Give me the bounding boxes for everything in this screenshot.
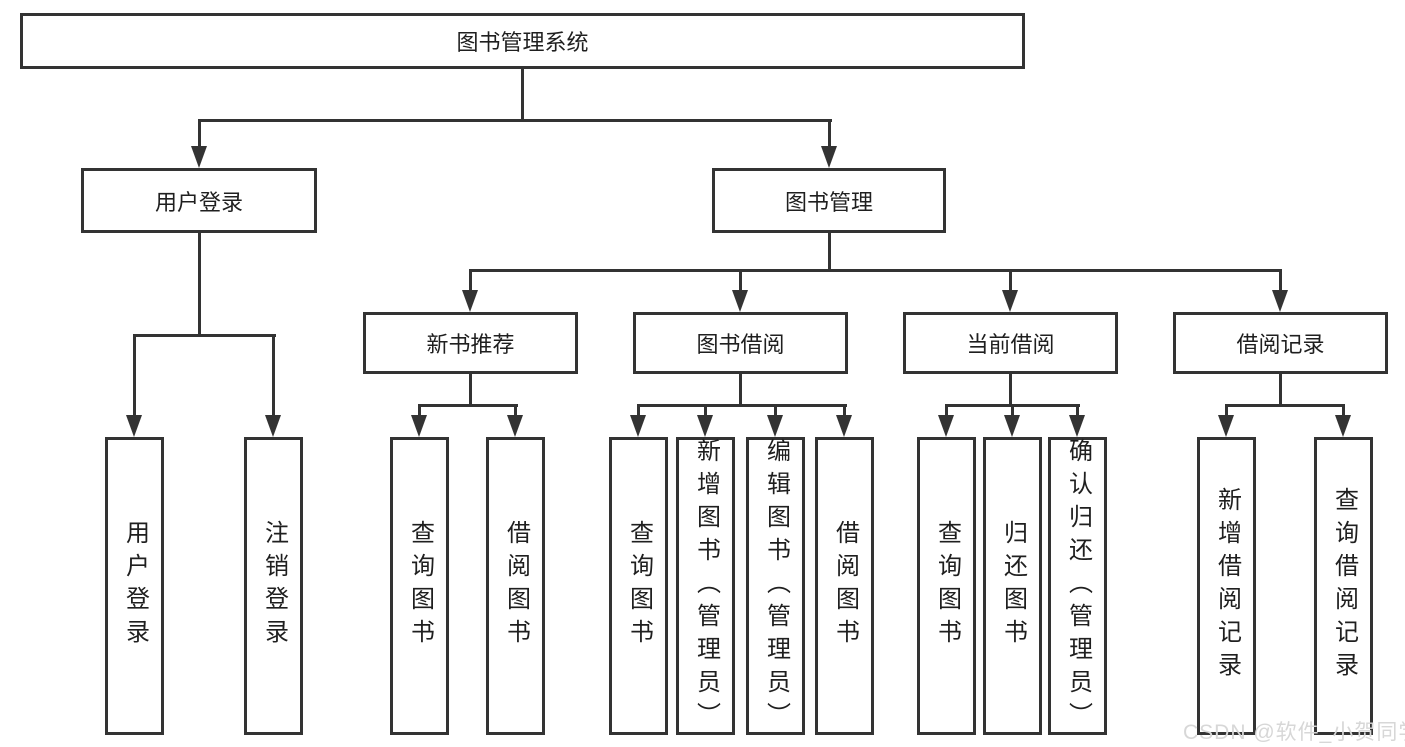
connector-records-vertical xyxy=(1279,374,1282,406)
connector-stub xyxy=(843,404,846,420)
connector-bookmgmt-horizontal xyxy=(469,269,1282,272)
connector-current-vertical xyxy=(1009,374,1012,406)
node-label: 借阅图书 xyxy=(502,520,530,652)
csdn-watermark: CSDN @软件_小贺同学 xyxy=(1183,721,1405,744)
arrowhead-icon xyxy=(1335,415,1351,437)
leaf-user-login: 用户登录 xyxy=(105,437,164,735)
node-label: 编辑图书（管理员） xyxy=(762,437,790,735)
connector-stub xyxy=(1225,404,1228,420)
arrowhead-icon xyxy=(1218,415,1234,437)
arrowhead-icon xyxy=(630,415,646,437)
leaf-search-borrow-record: 查询借阅记录 xyxy=(1314,437,1373,735)
node-user-login: 用户登录 xyxy=(81,168,317,233)
leaf-confirm-return-admin: 确认归还（管理员） xyxy=(1048,437,1107,735)
node-label: 借阅图书 xyxy=(831,520,859,652)
arrowhead-icon xyxy=(126,415,142,437)
connector-stub xyxy=(272,334,275,420)
node-book-borrowing: 图书借阅 xyxy=(633,312,848,374)
arrowhead-icon xyxy=(767,415,783,437)
node-new-book-recommend: 新书推荐 xyxy=(363,312,578,374)
leaf-edit-books-admin: 编辑图书（管理员） xyxy=(746,437,805,735)
arrowhead-icon xyxy=(821,146,837,168)
leaf-search-books-borrowing: 查询图书 xyxy=(609,437,668,735)
connector-stub xyxy=(828,119,831,151)
leaf-borrow-books-recommend: 借阅图书 xyxy=(486,437,545,735)
node-label: 新书推荐 xyxy=(426,332,515,357)
leaf-logout: 注销登录 xyxy=(244,437,303,735)
node-label: 确认归还（管理员） xyxy=(1064,437,1092,735)
connector-root-vertical xyxy=(521,69,524,121)
leaf-borrow-books-borrowing: 借阅图书 xyxy=(815,437,874,735)
connector-stub xyxy=(469,269,472,295)
connector-stub xyxy=(198,119,201,151)
arrowhead-icon xyxy=(507,415,523,437)
arrowhead-icon xyxy=(1069,415,1085,437)
node-borrowing-records: 借阅记录 xyxy=(1173,312,1388,374)
connector-stub xyxy=(1342,404,1345,420)
arrowhead-icon xyxy=(191,146,207,168)
leaf-add-borrow-record: 新增借阅记录 xyxy=(1197,437,1256,735)
connector-userlogin-horizontal xyxy=(133,334,276,337)
arrowhead-icon xyxy=(938,415,954,437)
node-label: 新增借阅记录 xyxy=(1213,487,1241,685)
node-label: 注销登录 xyxy=(260,520,288,652)
node-current-borrowing: 当前借阅 xyxy=(903,312,1118,374)
connector-stub xyxy=(774,404,777,420)
node-label: 借阅记录 xyxy=(1236,332,1325,357)
node-label: 图书管理 xyxy=(784,189,873,215)
connector-stub xyxy=(514,404,517,420)
node-label: 用户登录 xyxy=(154,189,243,215)
node-label: 图书管理系统 xyxy=(456,30,589,55)
node-label: 用户登录 xyxy=(121,520,149,652)
connector-stub xyxy=(739,269,742,295)
node-label: 当前借阅 xyxy=(966,332,1055,357)
arrowhead-icon xyxy=(732,290,748,312)
connector-stub xyxy=(1279,269,1282,295)
node-label: 图书借阅 xyxy=(696,332,785,357)
connector-stub xyxy=(1076,404,1079,420)
node-label: 查询图书 xyxy=(406,520,434,652)
connector-stub xyxy=(945,404,948,420)
arrowhead-icon xyxy=(697,415,713,437)
arrowhead-icon xyxy=(1004,415,1020,437)
connector-bookmgmt-vertical xyxy=(828,233,831,271)
connector-borrowing-vertical xyxy=(739,374,742,406)
connector-root-horizontal xyxy=(198,119,832,122)
connector-newbook-vertical xyxy=(469,374,472,406)
arrowhead-icon xyxy=(411,415,427,437)
node-label: 查询图书 xyxy=(933,520,961,652)
connector-borrowing-horizontal xyxy=(637,404,847,407)
arrowhead-icon xyxy=(1002,290,1018,312)
connector-records-horizontal xyxy=(1225,404,1345,407)
node-system-root: 图书管理系统 xyxy=(20,13,1025,69)
connector-newbook-horizontal xyxy=(418,404,518,407)
connector-stub xyxy=(1009,269,1012,295)
leaf-return-books: 归还图书 xyxy=(983,437,1042,735)
leaf-add-books-admin: 新增图书（管理员） xyxy=(676,437,735,735)
arrowhead-icon xyxy=(1272,290,1288,312)
node-book-management: 图书管理 xyxy=(712,168,946,233)
connector-stub xyxy=(704,404,707,420)
arrowhead-icon xyxy=(265,415,281,437)
connector-stub xyxy=(1011,404,1014,420)
node-label: 查询图书 xyxy=(625,520,653,652)
connector-stub xyxy=(133,334,136,420)
connector-stub xyxy=(418,404,421,420)
node-label: 查询借阅记录 xyxy=(1330,487,1358,685)
connector-userlogin-vertical xyxy=(198,232,201,336)
node-label: 新增图书（管理员） xyxy=(692,437,720,735)
node-label: 归还图书 xyxy=(999,520,1027,652)
arrowhead-icon xyxy=(836,415,852,437)
leaf-search-books-recommend: 查询图书 xyxy=(390,437,449,735)
leaf-search-books-current: 查询图书 xyxy=(917,437,976,735)
connector-stub xyxy=(637,404,640,420)
arrowhead-icon xyxy=(462,290,478,312)
